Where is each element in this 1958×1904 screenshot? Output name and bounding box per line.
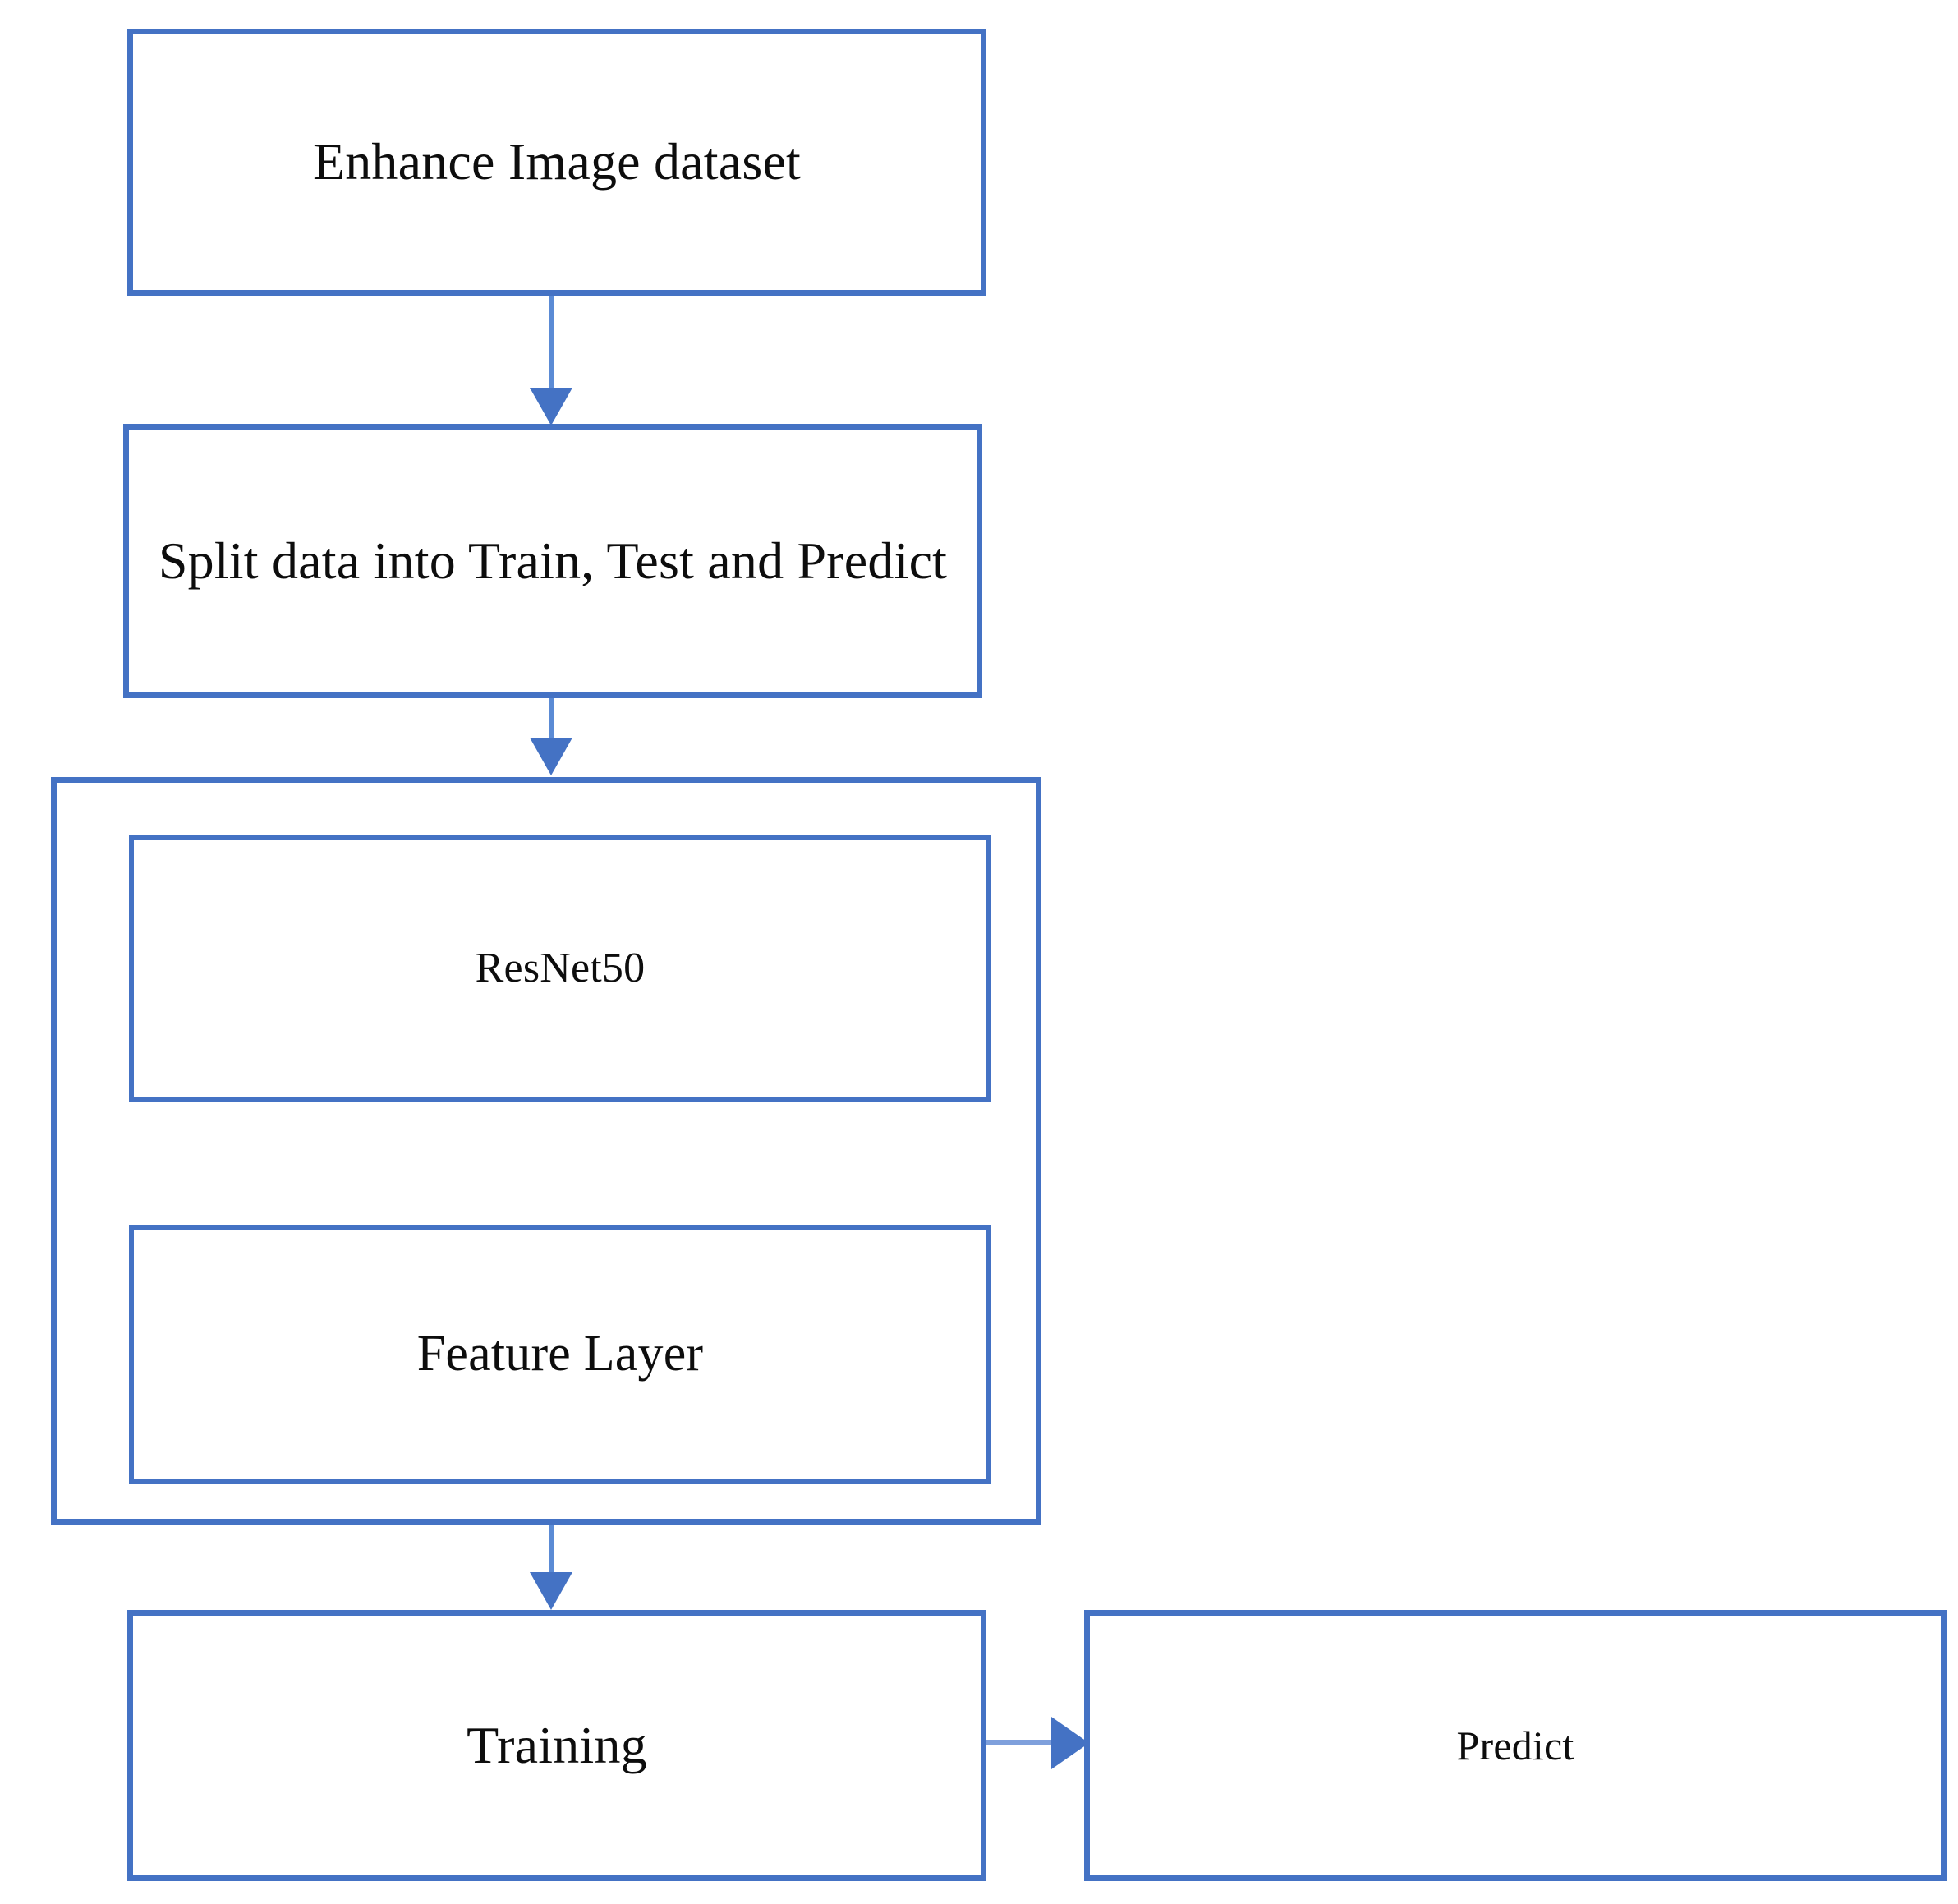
arrow-shaft-horizontal (986, 1740, 1057, 1745)
node-feature-layer-label: Feature Layer (416, 1326, 704, 1382)
arrow-head-down-icon (530, 1572, 572, 1610)
node-enhance-image-dataset-label: Enhance Image dataset (312, 132, 802, 191)
node-training-label: Training (467, 1715, 647, 1774)
node-resnet50-label: ResNet50 (475, 945, 646, 992)
node-predict-label: Predict (1456, 1722, 1574, 1768)
arrow-shaft-vertical (549, 1525, 554, 1575)
node-predict[interactable]: Predict (1084, 1610, 1947, 1881)
node-enhance-image-dataset[interactable]: Enhance Image dataset (127, 29, 986, 296)
node-model-backbone-container[interactable]: ResNet50 Feature Layer (51, 777, 1041, 1525)
arrow-shaft-vertical (549, 296, 554, 394)
arrow-head-down-icon (530, 388, 572, 425)
node-training[interactable]: Training (127, 1610, 986, 1881)
arrow-shaft-vertical (549, 698, 554, 741)
node-resnet50[interactable]: ResNet50 (129, 835, 991, 1102)
node-split-data[interactable]: Split data into Train, Test and Predict (123, 424, 982, 698)
node-feature-layer[interactable]: Feature Layer (129, 1225, 991, 1484)
arrow-head-down-icon (530, 738, 572, 775)
node-split-data-label: Split data into Train, Test and Predict (158, 531, 948, 590)
